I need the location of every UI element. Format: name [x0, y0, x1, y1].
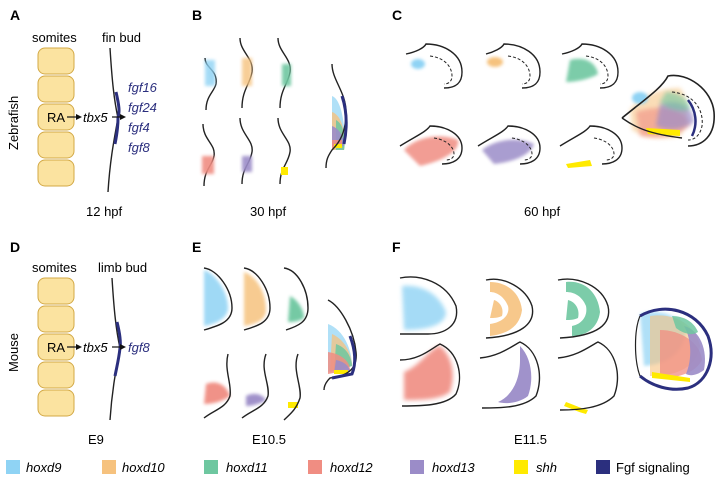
stage-label-d: E9 — [88, 432, 104, 447]
bud-b-hoxd12 — [202, 123, 215, 187]
fin-bud-label: fin bud — [102, 30, 141, 45]
legend-label-hoxd10: hoxd10 — [122, 460, 165, 475]
limb-bud-label: limb bud — [98, 260, 147, 275]
gene-fgf24: fgf24 — [128, 100, 157, 115]
panel-a: somites fin bud RA tbx5 fgf16 fgf24 fgf4… — [32, 30, 158, 219]
stage-label-c: 60 hpf — [524, 204, 561, 219]
bud-c-composite — [621, 74, 715, 147]
bud-c-hoxd12 — [399, 125, 463, 166]
bud-c-hoxd9 — [405, 43, 463, 89]
row-label-zebrafish: Zebrafish — [6, 96, 21, 150]
legend-swatch-hoxd11 — [204, 460, 218, 474]
bud-f-hoxd12 — [399, 343, 461, 407]
row-label-mouse: Mouse — [6, 333, 21, 372]
panel-d: somites limb bud RA tbx5 fgf8 E9 — [32, 260, 150, 447]
panel-e: E10.5 — [203, 267, 357, 447]
legend-label-hoxd9: hoxd9 — [26, 460, 61, 475]
bud-f-hoxd11 — [557, 278, 610, 339]
stage-label-a: 12 hpf — [86, 204, 123, 219]
ra-label-d: RA — [47, 340, 65, 355]
panel-label-f: F — [392, 239, 401, 255]
legend-label-hoxd13: hoxd13 — [432, 460, 475, 475]
somite-column-d — [37, 277, 75, 417]
bud-e-composite — [323, 299, 357, 391]
bud-e-shh — [283, 353, 301, 421]
panel-f: E11.5 — [399, 276, 713, 447]
legend-swatch-hoxd10 — [102, 460, 116, 474]
legend-swatch-hoxd12 — [308, 460, 322, 474]
somites-label-d: somites — [32, 260, 77, 275]
tbx5-label-d: tbx5 — [83, 340, 108, 355]
legend-label-fgf: Fgf signaling — [616, 460, 690, 475]
bud-f-shh — [557, 341, 619, 414]
bud-e-hoxd12 — [203, 353, 232, 419]
legend-swatch-hoxd9 — [6, 460, 20, 474]
tbx5-label: tbx5 — [83, 110, 108, 125]
bud-e-hoxd13 — [241, 353, 269, 419]
gene-fgf16: fgf16 — [128, 80, 158, 95]
bud-b-composite — [325, 63, 348, 169]
panel-c: 60 hpf — [399, 43, 715, 219]
gene-fgf8-d: fgf8 — [128, 340, 150, 355]
legend-label-shh: shh — [536, 460, 557, 475]
bud-f-hoxd10 — [485, 278, 534, 339]
ra-label: RA — [47, 110, 65, 125]
bud-e-hoxd11 — [283, 267, 309, 331]
bud-f-hoxd9 — [399, 276, 458, 335]
panel-b: 30 hpf — [202, 37, 348, 219]
gene-fgf8: fgf8 — [128, 140, 150, 155]
stage-label-e: E10.5 — [252, 432, 286, 447]
bud-c-hoxd11 — [561, 43, 619, 89]
bud-c-shh — [559, 125, 623, 168]
bud-c-hoxd13 — [477, 125, 541, 165]
bud-c-hoxd10 — [485, 43, 541, 89]
stage-label-f: E11.5 — [514, 432, 547, 447]
legend-label-hoxd11: hoxd11 — [226, 460, 268, 475]
bud-f-composite — [634, 307, 713, 391]
panel-label-e: E — [192, 239, 201, 255]
somites-label: somites — [32, 30, 77, 45]
fgf-signaling-line — [113, 91, 121, 145]
legend-swatch-hoxd13 — [410, 460, 424, 474]
panel-label-d: D — [10, 239, 20, 255]
bud-e-hoxd9 — [203, 267, 233, 331]
bud-e-hoxd10 — [243, 267, 271, 331]
legend: hoxd9 hoxd10 hoxd11 hoxd12 hoxd13 shh Fg… — [6, 460, 690, 475]
stage-label-b: 30 hpf — [250, 204, 287, 219]
legend-swatch-fgf — [596, 460, 610, 474]
gene-fgf4: fgf4 — [128, 120, 150, 135]
bud-f-hoxd13 — [479, 341, 541, 409]
panel-label-b: B — [192, 7, 202, 23]
fgf-signaling-line-d — [113, 321, 122, 377]
legend-swatch-shh — [514, 460, 528, 474]
somite-column-a — [37, 47, 75, 187]
bud-b-hoxd13 — [239, 117, 253, 185]
panel-label-a: A — [10, 7, 20, 23]
panel-label-c: C — [392, 7, 402, 23]
legend-label-hoxd12: hoxd12 — [330, 460, 373, 475]
